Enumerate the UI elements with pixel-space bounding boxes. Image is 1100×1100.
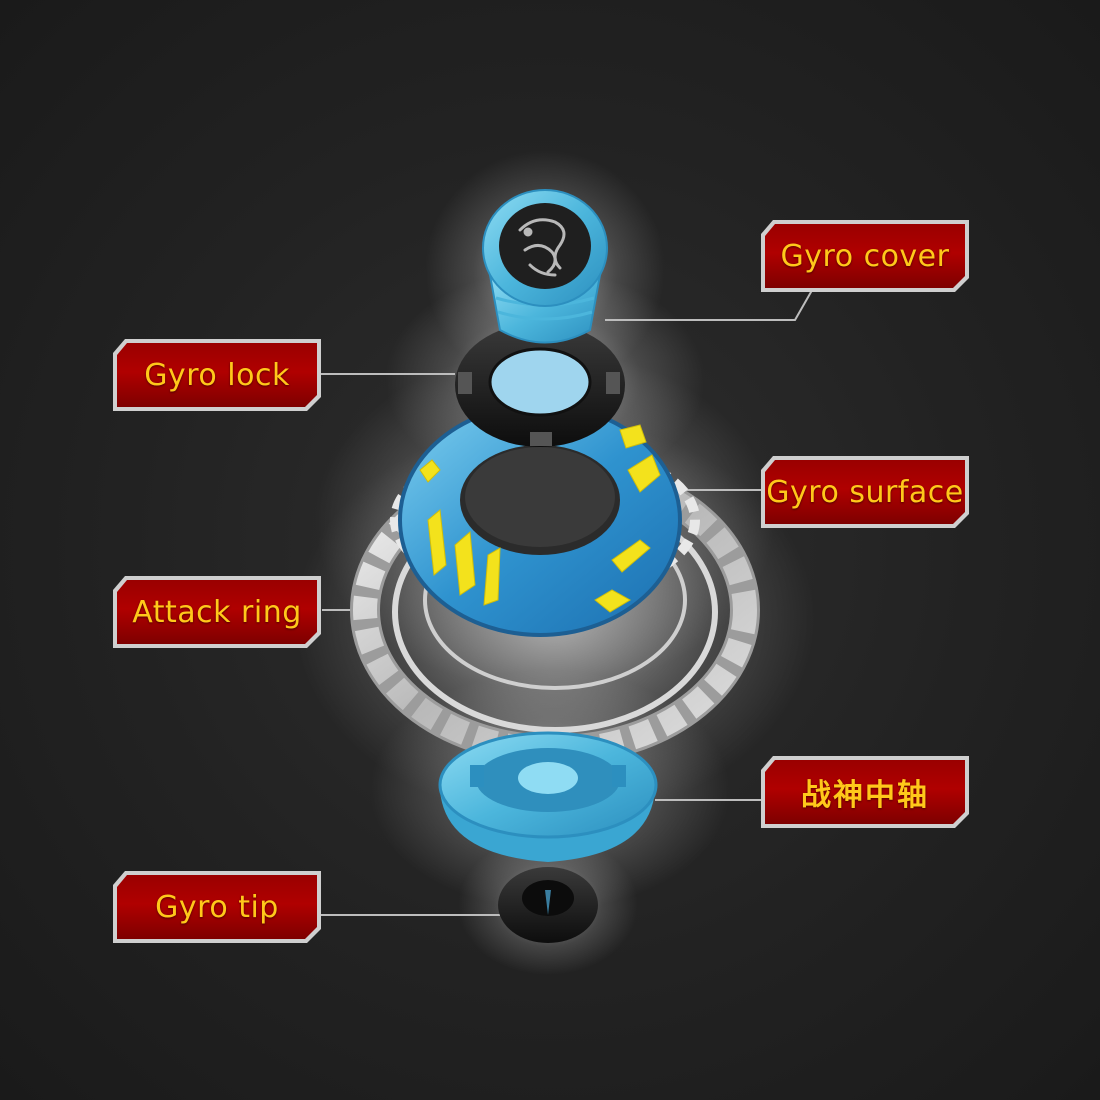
label-gyro-tip: Gyro tip (117, 875, 317, 939)
gyro-surface-part (398, 403, 682, 637)
label-center-axis: 战神中轴 (765, 760, 965, 824)
gyro-cover-part (482, 189, 608, 344)
label-gyro-lock: Gyro lock (117, 343, 317, 407)
label-gyro-surface-text: Gyro surface (766, 474, 964, 510)
dragon-emblem-icon (518, 218, 566, 277)
label-attack-ring-text: Attack ring (132, 594, 302, 630)
label-gyro-cover: Gyro cover (765, 224, 965, 288)
label-gyro-cover-text: Gyro cover (780, 238, 950, 274)
gyro-tip-part (498, 867, 598, 943)
label-gyro-surface: Gyro surface (765, 460, 965, 524)
label-center-axis-text: 战神中轴 (801, 778, 929, 813)
label-gyro-lock-text: Gyro lock (144, 357, 290, 393)
gyro-lock-part (455, 323, 625, 447)
center-axis-part (438, 731, 658, 862)
label-gyro-tip-text: Gyro tip (155, 889, 279, 925)
label-attack-ring: Attack ring (117, 580, 317, 644)
